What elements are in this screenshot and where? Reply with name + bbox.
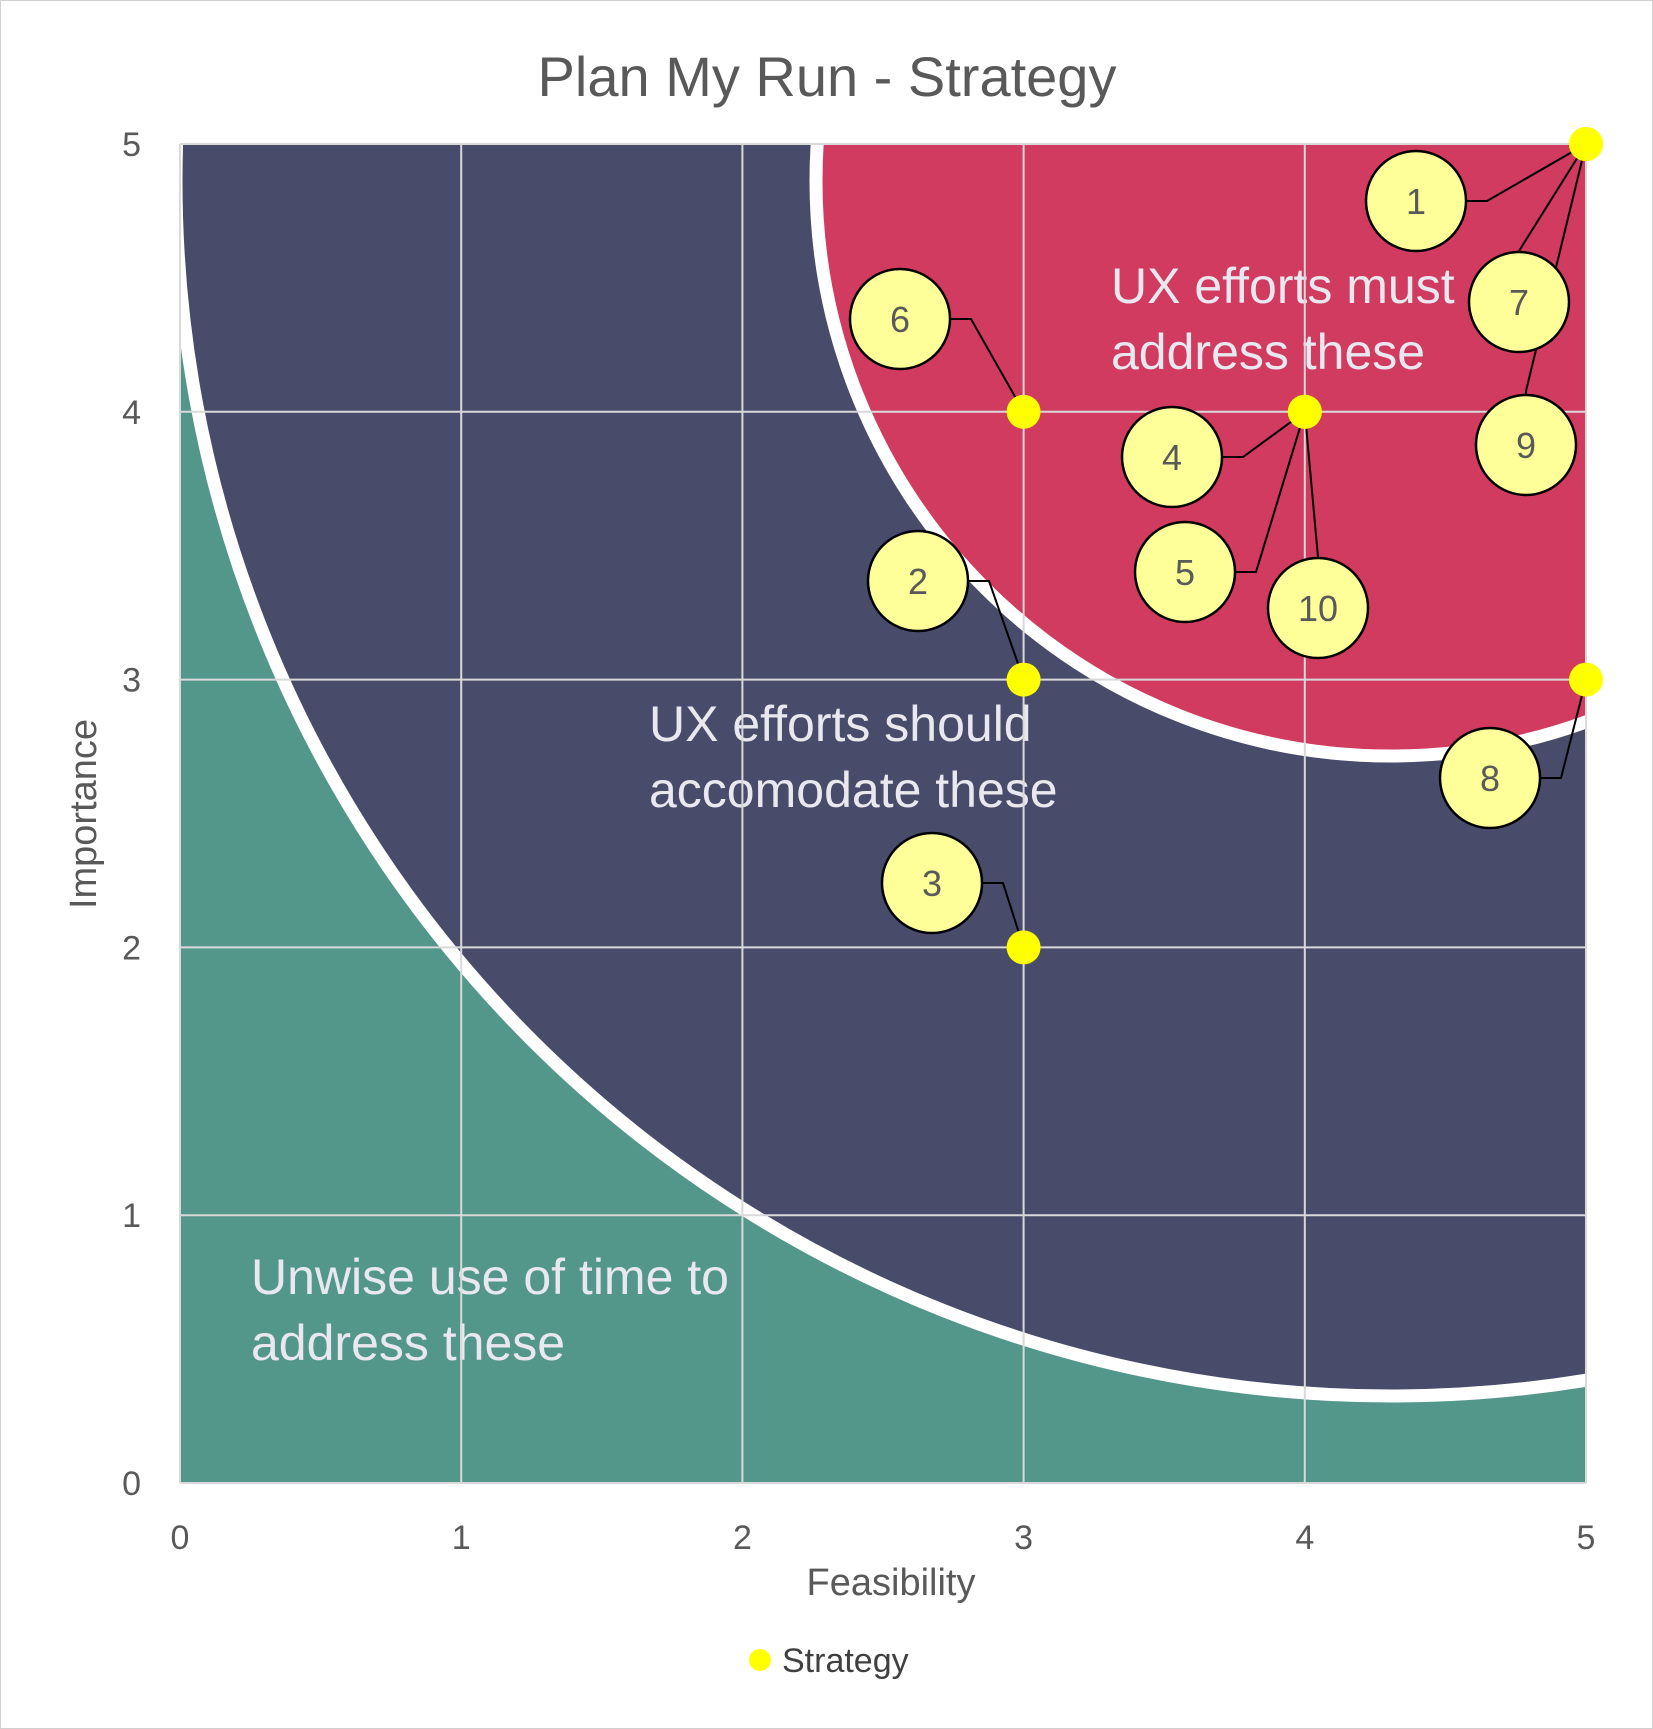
annotation-bubble [848, 267, 952, 371]
chart-title: Plan My Run - Strategy [538, 45, 1117, 108]
zone-label-unwise-line: Unwise use of time to [251, 1249, 729, 1305]
annotation-bubble [880, 831, 984, 935]
annotation-label: 10 [1298, 588, 1338, 629]
annotation-bubble [1266, 556, 1370, 660]
y-tick-label: 1 [122, 1197, 141, 1235]
zone-label-must: UX efforts must address these [1111, 258, 1455, 380]
x-tick-label: 0 [171, 1519, 190, 1557]
x-tick-label: 2 [733, 1519, 752, 1557]
zone-label-should: UX efforts should accomodate these [649, 696, 1058, 818]
annotation-label: 8 [1480, 758, 1500, 799]
annotation-label: 5 [1175, 552, 1195, 593]
x-tick-label: 4 [1295, 1519, 1314, 1557]
annotation-label: 4 [1162, 437, 1182, 478]
zone-label-unwise: Unwise use of time to address these [251, 1249, 729, 1371]
annotation-bubble [1364, 149, 1468, 253]
gridlines [179, 143, 1587, 1484]
data-point [1287, 394, 1322, 429]
annotation-bubble [1133, 520, 1237, 624]
y-tick-label: 2 [122, 929, 141, 967]
annotation-bubble [1467, 250, 1571, 354]
y-tick-label: 5 [122, 126, 141, 164]
zone-label-should-line: accomodate these [649, 762, 1058, 818]
zone-label-must-line: UX efforts must [1111, 258, 1455, 314]
x-tick-label: 3 [1014, 1519, 1033, 1557]
annotation-label: 9 [1516, 425, 1536, 466]
annotation-bubble [866, 529, 970, 633]
legend: Strategy [749, 1642, 909, 1680]
x-tick-labels: 0 1 2 3 4 5 [171, 1519, 1596, 1557]
annotation-bubble [1120, 405, 1224, 509]
annotation-bubbles: 1 2 3 4 5 6 7 8 9 10 [848, 149, 1578, 935]
annotation-label: 6 [890, 299, 910, 340]
x-axis-title: Feasibility [807, 1562, 976, 1604]
zone-label-must-line: address these [1111, 324, 1425, 380]
annotation-label: 7 [1509, 282, 1529, 323]
legend-marker [749, 1649, 771, 1671]
annotation-label: 1 [1406, 181, 1426, 222]
zone-label-should-line: UX efforts should [649, 696, 1032, 752]
y-axis-title: Importance [63, 719, 105, 909]
annotation-label: 3 [922, 863, 942, 904]
x-tick-label: 5 [1577, 1519, 1596, 1557]
zone-label-unwise-line: address these [251, 1315, 565, 1371]
data-point [1006, 930, 1041, 965]
annotation-bubble [1438, 726, 1542, 830]
legend-label: Strategy [782, 1642, 909, 1680]
annotation-label: 2 [908, 561, 928, 602]
data-points [1006, 127, 1603, 965]
data-point [1006, 394, 1041, 429]
data-point [1569, 127, 1603, 161]
x-tick-label: 1 [452, 1519, 471, 1557]
data-point [1569, 662, 1603, 697]
data-point [1006, 662, 1041, 697]
y-tick-label: 0 [122, 1465, 141, 1503]
y-tick-label: 4 [122, 394, 141, 432]
y-tick-label: 3 [122, 662, 141, 700]
y-tick-labels: 0 1 2 3 4 5 [122, 126, 141, 1503]
annotation-bubble [1474, 393, 1578, 497]
